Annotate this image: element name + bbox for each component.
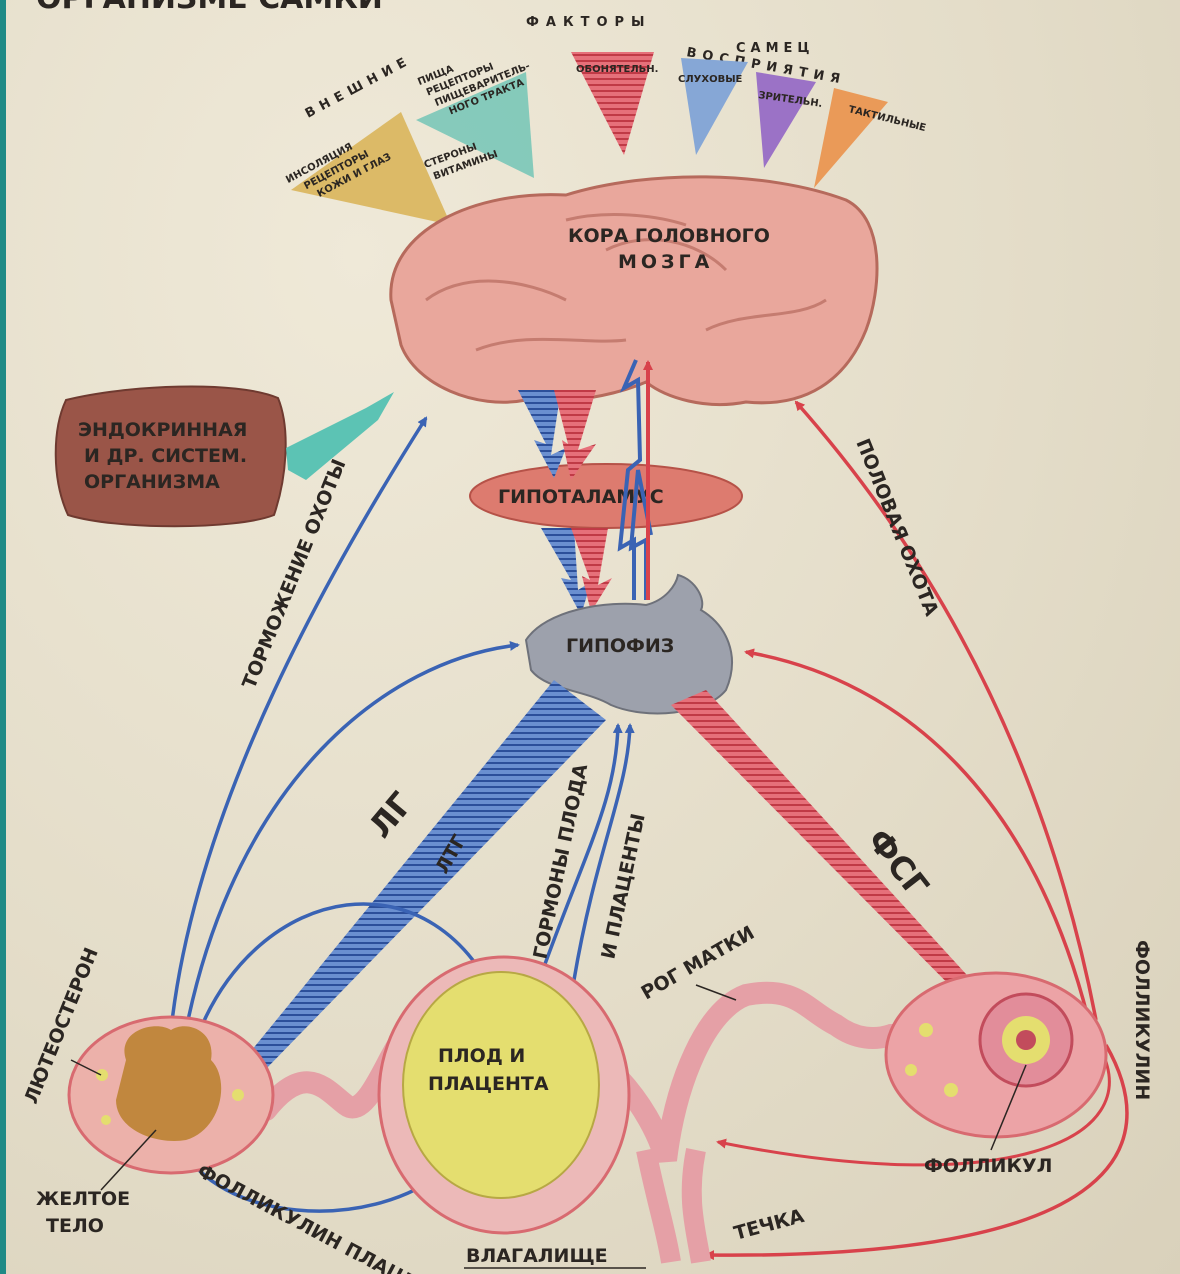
brain-cortex-label-1: КОРА ГОЛОВНОГО: [568, 225, 770, 247]
follicle-dot-1: [919, 1023, 933, 1037]
perception-auditory: СЛУХОВЫЕ: [678, 74, 743, 85]
corpus-luteum-shape: [116, 1026, 221, 1141]
pituitary-label: ГИПОФИЗ: [566, 635, 674, 657]
perception-olfactory: ОБОНЯТЕЛЬН.: [576, 64, 658, 75]
lg-label: ЛГ: [361, 785, 420, 845]
corpus-luteum-label-1: ЖЕЛТОЕ: [36, 1188, 130, 1210]
vagina-tract: [646, 1150, 701, 1262]
follicle-dot-2: [944, 1083, 958, 1097]
luteum-dot-2: [232, 1089, 244, 1101]
poster-title-fragment: ОРГАНИЗМЕ САМКИ: [36, 0, 383, 16]
factors-heading: ФАКТОРЫ: [526, 15, 652, 30]
corpus-luteum-label-2: ТЕЛО: [46, 1215, 104, 1237]
vagina-label: ВЛАГАЛИЩЕ: [466, 1245, 608, 1267]
visual-funnel: [756, 72, 816, 168]
endocrine-label-2: И ДР. СИСТЕМ.: [84, 445, 247, 467]
male-heading: САМЕЦ: [736, 41, 814, 56]
external-heading: ВНЕШНИЕ: [303, 53, 415, 122]
luteum-dot-3: [101, 1115, 111, 1125]
folliculin-label: ФОЛЛИКУЛИН: [1131, 940, 1153, 1100]
fetus-placenta-label-1: ПЛОД И: [438, 1045, 525, 1067]
follicle-dot-3: [905, 1064, 917, 1076]
reproduction-diagram: ОРГАНИЗМЕ САМКИ ФАКТОРЫ ВНЕШНИЕ САМЕЦ ВО…: [6, 0, 1180, 1274]
tactile-funnel: [814, 88, 888, 188]
follicle-oocyte: [1016, 1030, 1036, 1050]
auditory-funnel: [681, 58, 748, 155]
poster-background: ОРГАНИЗМЕ САМКИ ФАКТОРЫ ВНЕШНИЕ САМЕЦ ВО…: [6, 0, 1180, 1274]
fetus-hormones-label-2: И ПЛАЦЕНТЫ: [597, 812, 649, 961]
brain-cortex-label-2: МОЗГА: [618, 251, 713, 273]
hypothalamus-label: ГИПОТАЛАМУС: [498, 486, 664, 508]
luteum-dot-1: [96, 1069, 108, 1081]
follicle-label: ФОЛЛИКУЛ: [924, 1155, 1052, 1177]
sexual-hunt-label: ПОЛОВАЯ ОХОТА: [851, 436, 942, 620]
brain-cortex-shape: [391, 177, 877, 405]
endocrine-label-3: ОРГАНИЗМА: [84, 471, 220, 493]
sexual-hunt-arrow: [796, 402, 1096, 1020]
endocrine-label-1: ЭНДОКРИННАЯ: [78, 419, 247, 441]
follicle-to-pituitary-arrow: [746, 652, 1091, 1030]
fetus-placenta-label-2: ПЛАЦЕНТА: [428, 1073, 549, 1095]
estrus-label: ТЕЧКА: [732, 1205, 807, 1245]
